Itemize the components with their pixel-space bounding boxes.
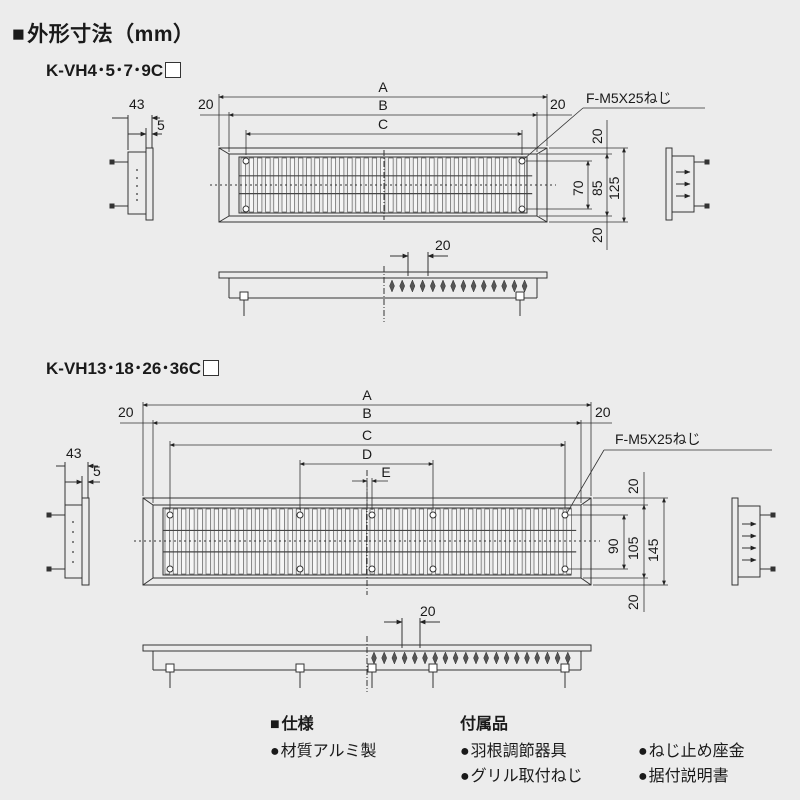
plan-fin [514,651,520,665]
plan-fin [481,279,487,293]
m2-dim-e: E [381,464,390,480]
plan-fin [419,279,426,293]
m2-dim-top: 20 [625,478,641,494]
plan-fin [524,651,530,665]
plan-fin [544,651,551,665]
m1-side-flange: 5 [157,117,165,133]
louver-blade [271,508,277,575]
m2-dim-c: C [362,427,372,443]
plan-fin [430,279,436,293]
m2-side-depth: 43 [66,445,82,461]
plan-fin [440,279,446,293]
accessories-heading: 付属品 [460,716,509,733]
plan-fin [432,651,438,665]
m2-screw-label: F-M5X25ねじ [615,431,701,447]
model2-side-view-left [46,462,100,586]
m1-side-depth: 43 [129,96,145,112]
plan-fin [399,279,405,293]
accessory-item: グリル取付ねじ [460,762,583,786]
louver-blade [443,508,449,575]
model2-side-view-right [731,497,776,586]
model2-screws [166,511,569,573]
louver-blade [347,157,353,213]
plan-fin [473,651,479,665]
m2-dim-side-left: 20 [118,404,134,420]
model2-dim-lines [120,402,772,612]
louver-blade [238,508,244,575]
plan-fin [503,651,510,665]
page-title: 外形寸法（mm） [12,18,195,48]
m2-dim-d: D [362,446,372,462]
model1-label: K-VH4･5･7･9C [46,56,182,81]
plan-fin [452,651,459,665]
model2-plan-fins [371,651,571,665]
m2-dim-inner: 90 [605,538,621,554]
m2-dim-mid: 105 [625,536,641,560]
plan-fin [521,279,528,293]
plan-fin [501,279,507,293]
model1-screws [242,157,526,213]
m1-dim-top: 20 [589,128,605,144]
accessory-item: 羽根調節器具 [460,737,567,761]
louver-blade [314,157,320,213]
plan-fin [470,279,477,293]
m1-dim-inner: 70 [570,180,586,196]
plan-fin [401,651,408,665]
m1-dim-bottom: 20 [589,227,605,243]
louver-blade [476,508,482,575]
plan-fin [460,279,467,293]
m1-dim-side-left: 20 [198,96,214,112]
m2-pitch: 20 [420,603,436,619]
model1-side-dots [136,169,138,201]
model1-side-view-right [665,147,710,221]
model2-plan-view [142,618,592,692]
plan-fin [450,279,456,293]
plan-fin [565,651,571,665]
model-option-box [202,360,219,376]
model2-label: K-VH13･18･26･36C [46,354,219,379]
m2-side-flange: 5 [93,463,101,479]
accessory-item: 据付説明書 [638,762,729,786]
m2-dim-outer: 145 [645,538,661,562]
m2-dim-bottom: 20 [625,594,641,610]
m1-pitch: 20 [435,237,451,253]
plan-fin [493,651,500,665]
model-option-box [165,62,182,78]
m1-dim-outer: 125 [606,176,622,200]
model1-plan-view [218,252,548,322]
plan-fin [554,651,561,665]
m2-dim-side-right: 20 [595,404,611,420]
plan-fin [391,651,398,665]
m1-dim-c: C [378,116,388,132]
m2-dim-b: B [362,405,371,421]
model1-side-view-left [109,115,162,221]
plan-fin [371,651,377,665]
plan-fin [389,279,395,293]
spec-heading: 仕様 [270,710,314,734]
plan-fin [483,651,489,665]
plan-fin [534,651,540,665]
m1-dim-side-right: 20 [550,96,566,112]
plan-fin [422,651,428,665]
m1-screw-label: F-M5X25ねじ [586,90,672,106]
plan-fin [491,279,497,293]
plan-fin [409,279,416,293]
model2-side-dots [72,521,74,563]
spec-item: 材質アルミ製 [270,737,377,761]
plan-fin [412,651,418,665]
accessory-item: ねじ止め座金 [638,737,745,761]
m1-dim-mid: 85 [589,180,605,196]
plan-fin [381,651,387,665]
model1-front-view [210,147,556,223]
plan-fin [463,651,469,665]
plan-fin [511,279,518,293]
model1-plan-fins [389,279,528,293]
m1-dim-b: B [378,97,387,113]
model1-dim-lines [200,94,705,250]
m2-dim-a: A [362,387,372,403]
plan-fin [442,651,449,665]
m1-dim-a: A [378,79,388,95]
